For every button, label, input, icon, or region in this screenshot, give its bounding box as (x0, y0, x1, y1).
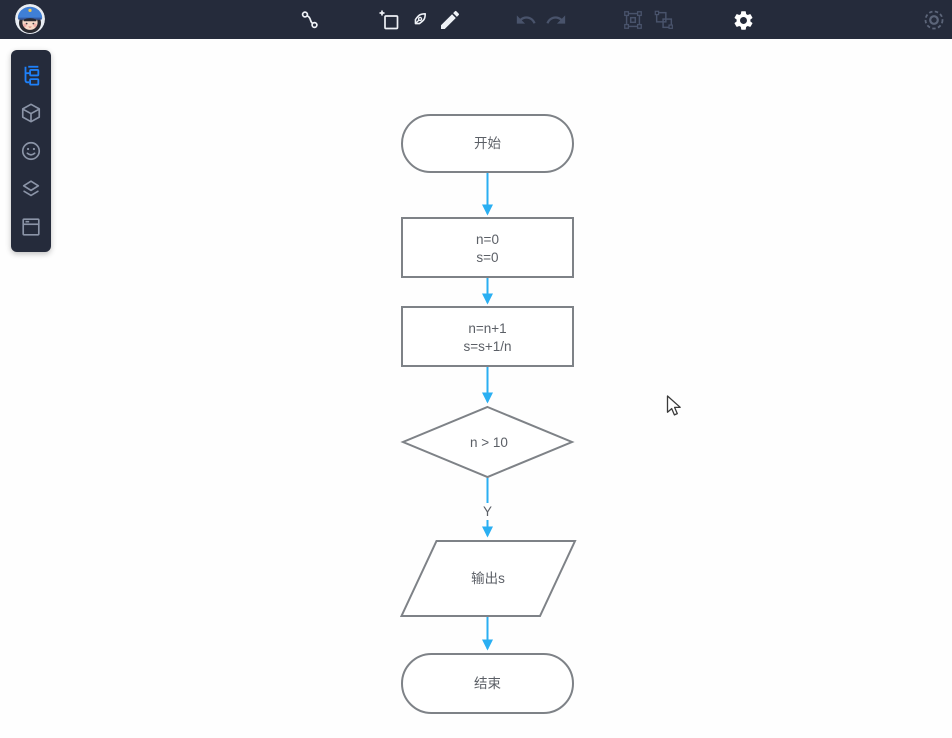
sidebar-item-layers[interactable] (19, 177, 43, 201)
connector-icon (301, 11, 318, 29)
avatar-image (15, 4, 45, 34)
frame-panel-icon (22, 218, 40, 236)
sidebar-item-frame[interactable] (19, 215, 43, 239)
top-toolbar (0, 0, 952, 39)
node-decision[interactable]: n > 10 (400, 405, 575, 479)
redo-icon (546, 15, 566, 24)
sidebar-item-emoji[interactable] (19, 139, 43, 163)
group-icon (624, 11, 642, 29)
node-end[interactable]: 结束 (401, 653, 574, 714)
node-start-label: 开始 (474, 136, 501, 151)
node-loop[interactable]: n=n+1 s=s+1/n (401, 306, 574, 367)
tool-sidebar (11, 50, 51, 252)
crop-tool-button[interactable] (376, 7, 402, 33)
node-loop-line1: n=n+1 (468, 321, 506, 336)
layers-icon (22, 180, 40, 197)
ungroup-icon (654, 10, 673, 29)
redo-button[interactable] (543, 7, 569, 33)
structure-tree-icon (24, 65, 40, 86)
smiley-icon (21, 141, 41, 161)
sidebar-item-structure[interactable] (19, 63, 43, 87)
user-avatar[interactable] (15, 4, 45, 34)
node-loop-line2: s=s+1/n (463, 339, 511, 354)
node-init-line1: n=0 (476, 232, 499, 247)
node-init-line2: s=0 (476, 250, 498, 265)
node-start[interactable]: 开始 (401, 114, 574, 173)
node-init[interactable]: n=0 s=0 (401, 217, 574, 278)
node-output-label: 输出s (471, 571, 505, 586)
node-decision-label: n > 10 (470, 435, 508, 450)
record-button[interactable] (921, 7, 947, 33)
drawing-canvas[interactable]: Y 开始 n=0 s=0 n=n+1 s=s+1/n n > 10 输出s (0, 39, 952, 738)
node-end-label: 结束 (474, 676, 501, 691)
undo-icon (516, 15, 536, 24)
flowchart: Y 开始 n=0 s=0 n=n+1 s=s+1/n n > 10 输出s (399, 114, 577, 714)
group-button[interactable] (620, 7, 646, 33)
settings-button[interactable] (730, 7, 756, 33)
pen-tool-button[interactable] (406, 7, 432, 33)
node-output[interactable]: 输出s (399, 540, 577, 617)
edge-label-yes[interactable]: Y (480, 503, 495, 520)
pen-nib-icon (414, 12, 427, 25)
connector-tool-button[interactable] (297, 7, 323, 33)
ungroup-button[interactable] (651, 7, 677, 33)
pencil-icon (441, 10, 460, 29)
sidebar-item-shapes[interactable] (19, 101, 43, 125)
undo-button[interactable] (513, 7, 539, 33)
record-target-icon (924, 10, 944, 30)
edge-label-text: Y (483, 504, 492, 519)
edge-label-bg (480, 503, 495, 520)
cube-icon (21, 103, 41, 123)
gear-icon (734, 10, 752, 30)
pencil-tool-button[interactable] (437, 7, 463, 33)
crop-icon (379, 10, 399, 30)
